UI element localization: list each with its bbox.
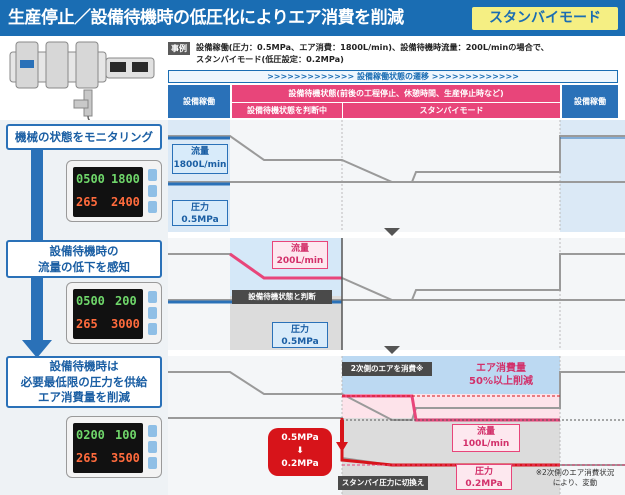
example-line-1: 設備稼働(圧力：0.5MPa、エア消費：1800L/min)、設備待機時流量：2… [196,42,549,52]
row3-pressure-from: 0.5MPa [281,433,319,443]
row2-judge-label: 設備待機状態と判断 [232,290,332,304]
row1-pressure-value: 0.5MPa [181,215,219,225]
example-description: 設備稼働(圧力：0.5MPa、エア消費：1800L/min)、設備待機時流量：2… [196,41,620,65]
step-2-line-1: 設備待機時の [49,244,119,258]
row3-switch-label: スタンバイ圧力に切換え [338,476,428,490]
row3-pressure-callout: 圧力 0.2MPa [456,464,512,490]
device-1-top-left-value: 0500 [76,172,105,186]
device-2-top-right-value: 200 [115,294,137,308]
row1-flow-value: 1800L/min [173,160,227,170]
timeline-diagram [168,120,625,495]
row3-reduction-value: 50%以上削減 [469,376,533,387]
row3-flow-value: 100L/min [462,439,510,449]
row3-pressure-label: 圧力 [474,467,493,477]
device-1-top-right-value: 1800 [111,172,140,186]
row2-pressure-value: 0.5MPa [281,337,319,347]
row3-pressure-to: 0.2MPa [281,459,319,469]
device-2-key-3 [148,323,157,335]
row3-reduction-text: エア消費量 50%以上削減 [446,362,556,388]
step-2-line-2: 流量の低下を感知 [38,260,130,274]
device-1-key-2 [148,185,157,197]
row3-secondary-label: 2次側のエアを消費※ [342,362,432,376]
device-2-key-1 [148,291,157,303]
row2-flow-value: 200L/min [276,256,324,266]
device-3-key-2 [148,441,157,453]
row1-pressure-label: 圧力 [190,203,209,213]
row1-pressure-callout: 圧力 0.5MPa [172,200,228,226]
row1-flow-callout: 流量 1800L/min [172,144,228,174]
device-2-display: 0500 200 265 3000 [73,289,143,339]
regulator-unit-illustration [9,41,155,120]
device-2-key-2 [148,307,157,319]
device-2-bottom-left-value: 265 [76,317,98,331]
row2-flow-callout: 流量 200L/min [272,241,328,269]
row2-pressure-label: 圧力 [290,325,309,335]
monitor-device-2: 0500 200 265 3000 [66,282,162,344]
row3-note-line-2: により、変動 [552,478,598,487]
header-standby-mode: スタンバイモード [343,103,560,118]
page-title: 生産停止／設備待機時の低圧化によりエア消費を削減 [8,8,404,28]
device-3-bottom-left-value: 265 [76,451,98,465]
device-1-display: 0500 1800 265 2400 [73,167,143,217]
row3-note: ※2次側のエア消費状況 により、変動 [528,468,622,488]
transition-bar: >>>>>>>>>>>>> 設備稼働状態の遷移 >>>>>>>>>>>>> [168,70,618,83]
step-3-box: 設備待機時は 必要最低限の圧力を供給 エア消費量を削減 [6,356,162,408]
row3-pressure-value: 0.2MPa [465,479,503,489]
header-judging: 設備待機状態を判断中 [232,103,342,118]
device-1-bottom-right-value: 2400 [111,195,140,209]
step-2-box: 設備待機時の 流量の低下を感知 [6,240,162,278]
row3-note-line-1: ※2次側のエア消費状況 [535,468,615,477]
header-operation-left: 設備稼働 [168,85,230,118]
device-1-key-3 [148,201,157,213]
step-3-line-1: 設備待機時は [49,359,119,373]
device-3-bottom-right-value: 3500 [111,451,140,465]
arrow-down-icon: ⬇ [296,446,304,456]
device-2-bottom-right-value: 3000 [111,317,140,331]
row3-flow-label: 流量 [476,427,495,437]
step-1-box: 機械の状態をモニタリング [6,124,162,150]
example-line-2: スタンバイモード(低圧設定：0.2MPa) [196,54,344,64]
header-operation-right: 設備稼働 [562,85,618,118]
device-3-key-3 [148,457,157,469]
row1-flow-label: 流量 [190,147,209,157]
standby-mode-badge: スタンバイモード [472,7,618,30]
device-3-display: 0200 100 265 3500 [73,423,143,473]
row3-reduction-label: エア消費量 [476,363,526,374]
header-standby-group: 設備待機状態(前後の工程停止、休憩時間、生産停止時など) [232,85,560,102]
step-3-line-2: 必要最低限の圧力を供給 [20,374,148,389]
device-1-bottom-left-value: 265 [76,195,98,209]
device-3-top-left-value: 0200 [76,428,105,442]
row3-flow-callout: 流量 100L/min [452,424,520,452]
row2-pressure-callout: 圧力 0.5MPa [272,322,328,348]
device-3-key-1 [148,425,157,437]
step-3-line-3: エア消費量を削減 [38,390,130,404]
device-1-key-1 [148,169,157,181]
device-2-top-left-value: 0500 [76,294,105,308]
example-tag: 事例 [168,42,190,55]
monitor-device-1: 0500 1800 265 2400 [66,160,162,222]
row3-pressure-change-badge: 0.5MPa ⬇ 0.2MPa [268,428,332,476]
device-3-top-right-value: 100 [115,428,137,442]
monitor-device-3: 0200 100 265 3500 [66,416,162,478]
row2-flow-label: 流量 [290,244,309,254]
